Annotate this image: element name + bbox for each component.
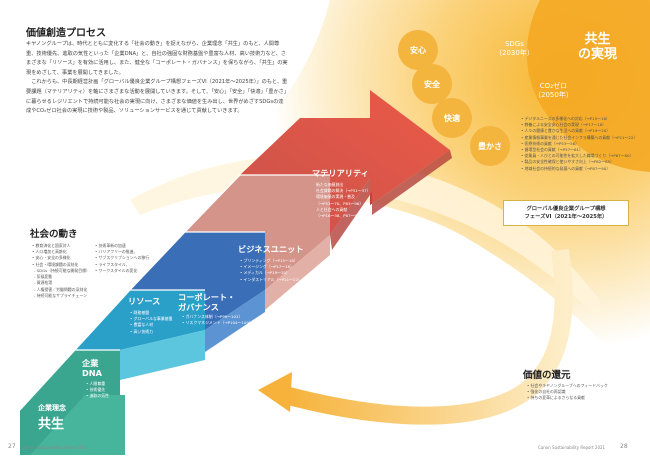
sdgs-goal: SDGs （2030年） [495, 40, 534, 57]
list-item: - SDGs（持続可能な開発目標） [34, 268, 90, 273]
list-item: ワークスタイルの変化 [95, 268, 149, 274]
list-item: 財務基盤 [130, 310, 172, 316]
list-item: ライフスタイル、 [95, 262, 149, 268]
society-list-2: 技術革新の加速 バリアフリーの推進、 サブスクリプションへの移行 ライフスタイル… [95, 243, 150, 274]
list-item: 地域社会の持続的な発展への貢献（→P87～90） [521, 166, 637, 172]
business-list: プリンティング（→P15～18） イメージング（→P17～18） メディカル（→… [240, 258, 302, 283]
list-item: 教養による安全安心社会の実現（→P17～18） [521, 122, 637, 128]
staircase [19, 90, 452, 455]
list-item: 社会課題の解決（→P31～37） [316, 188, 371, 194]
list-item: 従業員・人びとの可能性を拡大した職場づくり（→P67～80） [521, 153, 637, 159]
governance-title: コーポレート・ ガバナンス [178, 292, 236, 312]
list-item: 医療技術の貢献（→P53～56） [521, 141, 637, 147]
list-item: 持ちの変革によるさらなる貢献 [527, 395, 608, 401]
contribution-list: デジタルニーズの多様化への対応（→P15～16） 教養による安全安心社会の実現（… [521, 116, 638, 172]
right-footer: Canon Sustainability Report 2021 [538, 445, 606, 450]
governance-list: ガバナンス体制（→P99～103） リスクマネジメント（→P104～109） [182, 314, 253, 326]
list-item: バリアフリーの推進、 [95, 249, 149, 255]
return-title: 価値の還元 [523, 370, 571, 381]
list-item: （→P16～38、P67～90） [316, 213, 364, 219]
business-title: ビジネスユニット [238, 244, 304, 254]
step-governance [130, 232, 265, 330]
return-list: 社会やキヤノングループへのフィードバック 強化の自社の再認識 持ちの変革によるさ… [527, 383, 608, 402]
materiality-title: マテリアリティ [312, 168, 369, 178]
society-title: 社会の動き [30, 229, 78, 240]
value-circle-anshin: 安心 [398, 30, 438, 70]
list-item: リスクマネジメント（→P104～109） [182, 320, 253, 326]
philosophy-label: 企業理念 [38, 404, 66, 412]
list-item: ガバナンス体制（→P99～103） [182, 314, 253, 320]
list-item: 進取の気性 [86, 393, 109, 399]
list-item: イメージング（→P17～18） [240, 264, 302, 270]
dna-title: 企業 DNA [82, 358, 102, 378]
list-item: （→P53～70、P83～96） [316, 200, 364, 206]
step-materiality-arrow [240, 90, 450, 235]
list-item: グローバルな事業基盤 [130, 316, 173, 322]
kyosei-goal: 共生 の実現 [578, 32, 618, 62]
value-circle-kaiteki: 快適 [432, 98, 472, 138]
left-page-number: 27 [8, 443, 16, 450]
list-item: - 持続可能なサプライチェーン [34, 292, 88, 298]
resources-title: リソース [128, 296, 161, 306]
return-arrow-body [282, 248, 573, 425]
list-item: 技術優先 [86, 387, 109, 393]
list-item: デジタルニーズの多様化への対応（→P15～16） [521, 116, 637, 122]
list-item: 安心・安全の多様化 [32, 255, 78, 261]
resources-list: 財務基盤 グローバルな事業基盤 豊富な人材 高い技術力 [130, 310, 173, 335]
list-item: 高い技術力 [130, 329, 172, 335]
list-item: - 人権侵害／労働問題の深刻化 [34, 286, 88, 292]
list-item: 人々の健康と豊かな生活への貢献（→P19～20） [521, 128, 637, 134]
page-title: 価値創造プロセス [26, 28, 106, 39]
list-item: 人間尊重 [86, 381, 109, 387]
right-page-number: 28 [620, 443, 628, 450]
left-footer: Canon Sustainability Report 2021 [22, 445, 90, 450]
intro-paragraph: キヤノングループは、時代とともに変化する「社会の動き」を捉えながら、企業理念「共… [26, 41, 288, 115]
dna-list: 人間尊重 技術優先 進取の気性 [86, 381, 109, 400]
value-circle-anzen: 安全 [412, 64, 452, 104]
materiality-list: 新たな価値創出 社会課題の解決（→P31～37） 環境価値の実現・普及 （→P5… [316, 182, 370, 219]
list-item: 循環型社会の貢献（→P57～61） [521, 147, 637, 153]
philosophy-name: 共生 [38, 417, 65, 432]
list-item: メディカル（→P19～20） [240, 270, 302, 276]
value-circle-yutakasa: 豊かさ [470, 126, 510, 166]
list-item: 強化の自社の再認識 [527, 389, 608, 395]
list-item: 人と社会への貢献 [316, 206, 348, 212]
list-item: 技術革新の加速 [95, 243, 149, 249]
list-item: プリンティング（→P15～18） [240, 258, 302, 264]
list-item: インダストリアル（→P21～22） [240, 277, 302, 283]
return-arrow-head [258, 372, 292, 412]
list-item: 社会やキヤノングループへのフィードバック [527, 383, 608, 389]
co2-goal: CO₂ゼロ （2050年） [534, 82, 573, 99]
society-list-1: 教育済化と国家対人 人口増加と高齢化 安心・安全の多様化 社会・環境課題の深刻化 [32, 243, 79, 268]
list-item: 社会・環境課題の深刻化 [32, 262, 79, 268]
list-item: 新たな価値創出 [316, 182, 344, 187]
list-item: 教育済化と国家対人 [32, 243, 78, 249]
list-item: 環境価値の実現・普及 [316, 194, 355, 200]
society-sublist: - SDGs（持続可能な開発目標） - 気候変動 - 資源枯渇 - 人権侵害／労… [34, 268, 90, 299]
list-item: 人口増加と高齢化 [32, 249, 78, 255]
list-item: 製品の安全性確保と使いやすさ向上（→P82～85） [521, 159, 637, 165]
list-item: 産業情報事業を通じた社会インフラ構築への貢献（→P21～22） [521, 135, 638, 141]
list-item: 豊富な人材 [130, 322, 172, 328]
list-item: - 資源枯渇 [34, 280, 53, 286]
list-item: サブスクリプションへの移行 [95, 255, 150, 261]
list-item: - 気候変動 [34, 274, 53, 280]
plan-box: グローバル優良企業グループ構想 フェーズVI（2021年～2025年） [503, 200, 629, 226]
